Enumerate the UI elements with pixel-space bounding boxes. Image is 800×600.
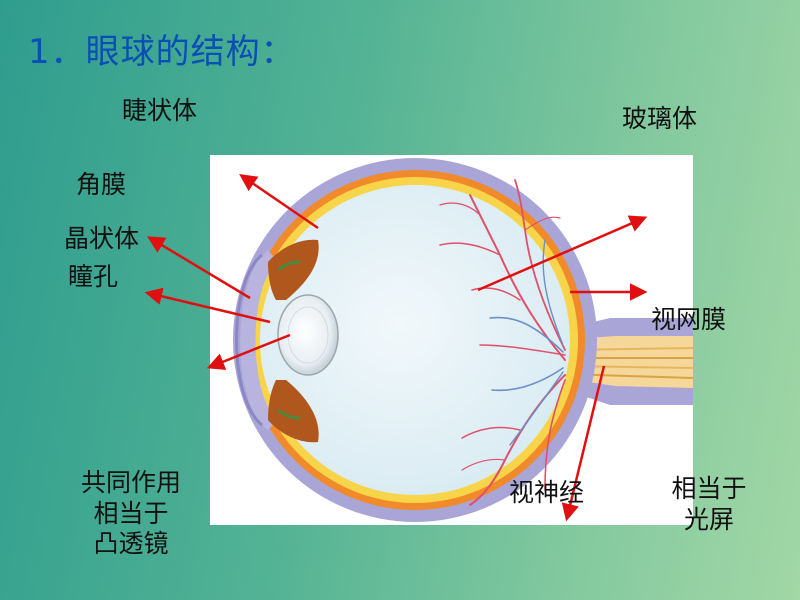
arrow-lens [146,236,251,300]
retina-note-line-1: 相当于 [671,474,747,503]
arrow-vitreous [477,215,648,292]
lens-function-note: 共同作用 相当于 凸透镜 [66,468,196,560]
iris-lower [268,380,319,443]
pointer-arrows [144,174,648,522]
label-retina: 视网膜 [651,305,727,334]
lens-note-line-3: 凸透镜 [93,529,169,558]
arrow-cornea [206,333,291,370]
vitreous [260,185,570,495]
retina-note-line-2: 光屏 [683,504,734,534]
slide-title: 1．眼球的结构： [28,32,296,72]
label-cornea: 角膜 [76,170,127,199]
label-lens: 晶状体 [64,224,140,253]
retina-function-note: 相当于 光屏 [654,474,764,535]
lens-note-line-1: 共同作用 [80,468,181,497]
arrow-pupil [144,287,271,324]
blood-vessels [439,179,566,506]
cornea-shape [240,250,278,430]
label-vitreous-body: 玻璃体 [622,104,698,133]
label-optic-nerve: 视神经 [509,478,585,507]
lens-note-line-2: 相当于 [93,498,169,528]
label-pupil: 瞳孔 [68,262,119,291]
arrow-optic-nerve [561,365,606,522]
label-ciliary-body: 睫状体 [122,96,198,125]
lens-shape [277,294,339,376]
arrow-ciliary-body [239,174,319,230]
iris-upper [268,239,319,300]
